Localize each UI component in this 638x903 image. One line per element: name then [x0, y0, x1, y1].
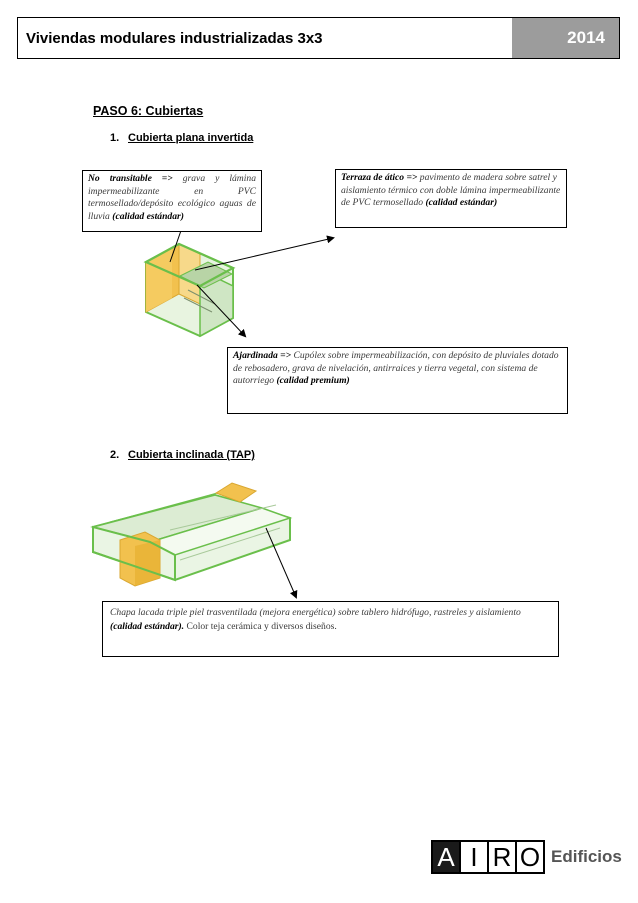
callout-tail: Color teja cerámica y diversos diseños. — [184, 621, 337, 632]
subsection-label: Cubierta plana invertida — [128, 132, 254, 144]
callout-quality: (calidad estándar) — [425, 197, 498, 209]
step-title: PASO 6: Cubiertas — [93, 104, 204, 118]
callout-text: pavimento de madera sobre satrel y aisla… — [341, 172, 561, 209]
airo-logo: A I R O Edificios — [431, 840, 622, 874]
logo-letter: O — [515, 842, 543, 872]
subsection-flat-roof: 1. Cubierta plana invertida — [110, 132, 253, 144]
logo-letter: R — [487, 842, 515, 872]
callout-text: Cupólex sobre impermeabilización, con de… — [233, 350, 559, 387]
callout-text: grava y lámina impermeabilizante en PVC … — [88, 173, 256, 222]
subsection-pitched-roof: 2. Cubierta inclinada (TAP) — [110, 449, 255, 461]
callout-quality: (calidad premium) — [276, 375, 350, 387]
callout-lead: Terraza de ático => — [341, 172, 418, 183]
pitched-roof-module-drawing — [90, 482, 293, 587]
callout-lead: No transitable => — [88, 173, 173, 184]
callout-quality: (calidad estándar) — [112, 210, 184, 222]
document-title: Viviendas modulares industrializadas 3x3 — [26, 29, 323, 47]
document-year: 2014 — [512, 18, 619, 58]
callout-no-transitable: No transitable => grava y lámina imperme… — [82, 170, 262, 232]
callout-text: Chapa lacada triple piel trasventilada (… — [110, 607, 521, 618]
callout-lead: Ajardinada => — [233, 350, 292, 361]
callout-terraza: Terraza de ático => pavimento de madera … — [335, 169, 567, 228]
logo-word: Edificios — [551, 847, 622, 866]
logo-letters: A I R O — [431, 840, 545, 874]
subsection-number: 2. — [110, 449, 120, 461]
callout-chapa: Chapa lacada triple piel trasventilada (… — [102, 601, 559, 657]
document-header: Viviendas modulares industrializadas 3x3… — [17, 17, 620, 59]
subsection-number: 1. — [110, 132, 120, 144]
subsection-label: Cubierta inclinada (TAP) — [128, 449, 255, 461]
callout-ajardinada: Ajardinada => Cupólex sobre impermeabili… — [227, 347, 568, 414]
callout-quality: (calidad estándar). — [110, 621, 185, 632]
logo-letter: A — [433, 842, 459, 872]
flat-roof-module-drawing — [143, 242, 236, 338]
logo-letter: I — [459, 842, 487, 872]
